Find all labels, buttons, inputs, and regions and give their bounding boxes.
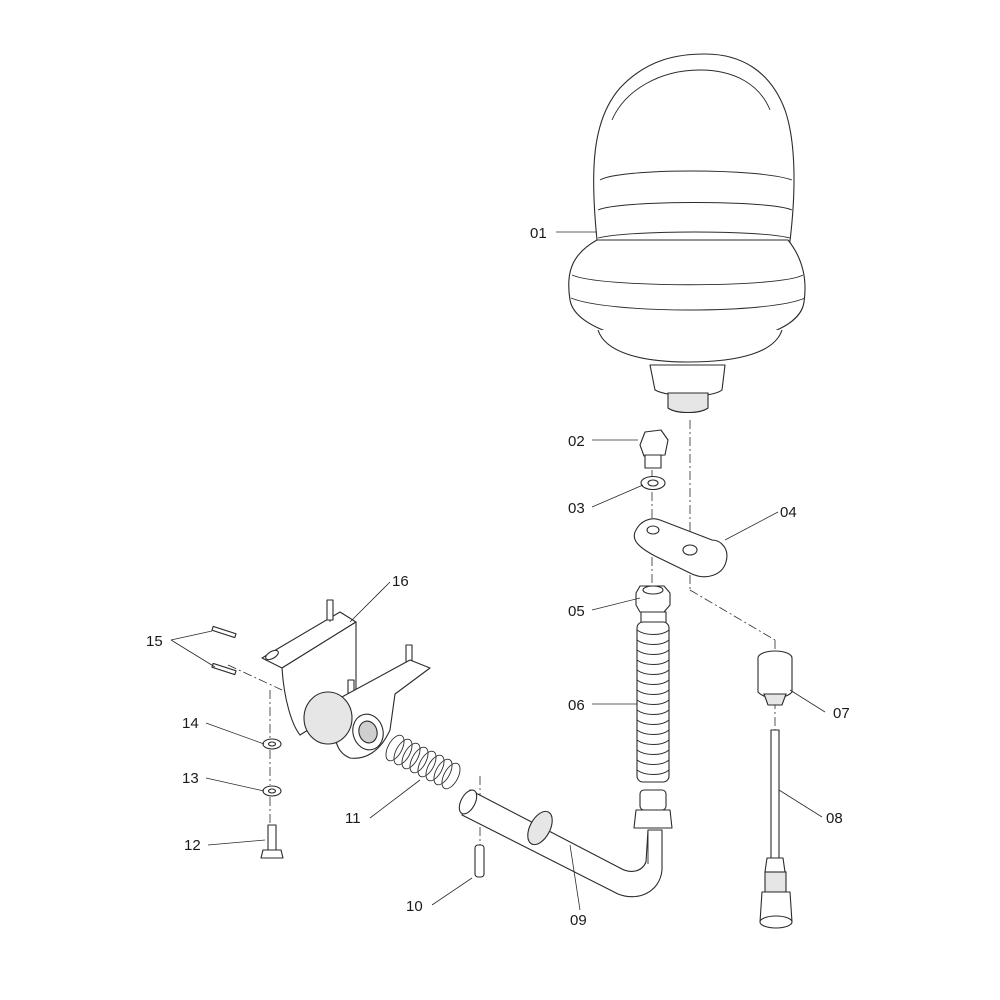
coil-spring-06 bbox=[636, 621, 670, 783]
washer-14 bbox=[262, 738, 282, 750]
callout-15: 15 bbox=[146, 633, 163, 650]
callout-12: 12 bbox=[184, 837, 201, 854]
callout-03: 03 bbox=[568, 500, 585, 517]
connector-socket bbox=[757, 650, 793, 706]
washer-13 bbox=[262, 785, 282, 797]
washer-03 bbox=[640, 475, 666, 491]
hex-nut bbox=[635, 585, 671, 625]
callout-01: 01 bbox=[530, 225, 547, 242]
bolt bbox=[639, 429, 669, 469]
cable-plug bbox=[759, 729, 793, 929]
beacon-lamp bbox=[568, 53, 806, 414]
callout-09: 09 bbox=[570, 912, 587, 929]
callout-07: 07 bbox=[833, 705, 850, 722]
callout-05: 05 bbox=[568, 603, 585, 620]
mounting-bracket bbox=[261, 599, 431, 759]
mounting-plate bbox=[633, 518, 728, 578]
callout-14: 14 bbox=[182, 715, 199, 732]
pin-10 bbox=[474, 844, 485, 878]
callout-02: 02 bbox=[568, 433, 585, 450]
screw bbox=[260, 824, 284, 859]
callout-04: 04 bbox=[780, 504, 797, 521]
coil-spring-11 bbox=[385, 734, 461, 790]
callout-10: 10 bbox=[406, 898, 423, 915]
callout-06: 06 bbox=[568, 697, 585, 714]
callout-16: 16 bbox=[392, 573, 409, 590]
callout-08: 08 bbox=[826, 810, 843, 827]
leader-lines bbox=[170, 231, 826, 911]
callout-11: 11 bbox=[345, 810, 361, 827]
bent-tube bbox=[458, 789, 673, 898]
callout-labels: 01 02 03 04 05 06 07 08 09 10 11 12 13 1… bbox=[146, 225, 850, 929]
callout-13: 13 bbox=[182, 770, 199, 787]
